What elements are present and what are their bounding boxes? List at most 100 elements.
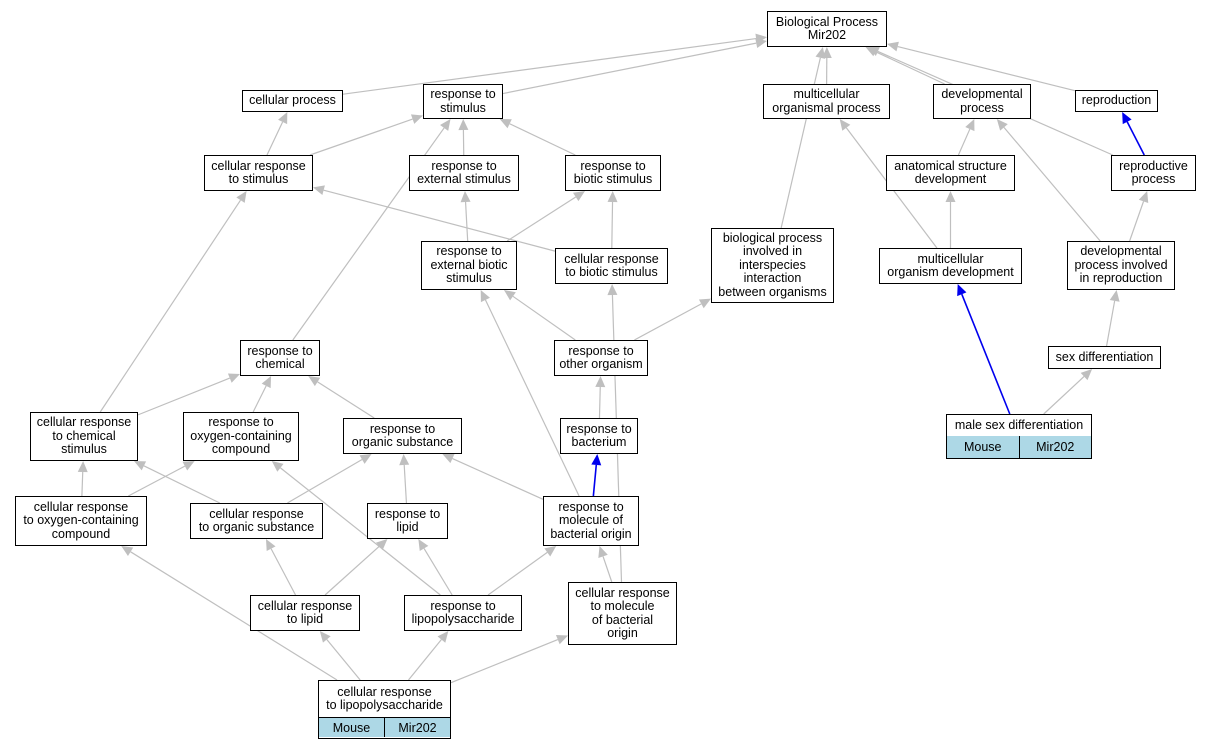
edge-reproduction-to-root	[897, 45, 1076, 92]
edge-arrowhead	[437, 631, 449, 643]
edge-cellular_response_to_chemical_stimulus-to-cellular_response_to_stimulus	[99, 199, 242, 413]
node-biological-process-root[interactable]: Biological Process Mir202	[767, 11, 887, 47]
node-developmental-process-in-reproduction[interactable]: developmental process involved in reprod…	[1067, 241, 1175, 290]
edge-developmental_process-to-root	[875, 51, 945, 85]
edge-response_to_stimulus-to-root	[502, 42, 757, 95]
edge-arrowhead	[598, 546, 608, 559]
edge-response_to_lipopolysaccharide-to-response_to_oxygen_containing_compound	[280, 467, 441, 596]
edge-cellular_process-to-root	[342, 37, 757, 95]
edge-response_to_molecule_of_bacterial_origin-to-response_to_organic_substance	[452, 457, 544, 500]
node-cellular-response-to-biotic-stimulus[interactable]: cellular response to biotic stimulus	[555, 248, 668, 284]
edge-cellular_response_to_lipopolysaccharide-to-cellular_response_to_oxygen_containing_compound	[130, 551, 338, 681]
edge-sex_differentiation-to-developmental_process_involved_in_reproduction	[1105, 300, 1116, 347]
edge-response_to_external_biotic_stimulus-to-response_to_external_stimulus	[464, 201, 469, 242]
node-response-to-lipopolysaccharide[interactable]: response to lipopolysaccharide	[404, 595, 522, 631]
edge-cellular_response_to_biotic_stimulus-to-response_to_biotic_stimulus	[611, 201, 614, 249]
node-anatomical-structure-development[interactable]: anatomical structure development	[886, 155, 1015, 191]
edge-response_to_oxygen_containing_compound-to-response_to_chemical	[252, 385, 267, 413]
node-cellular-response-to-molecule-of-bacterial-origin[interactable]: cellular response to molecule of bacteri…	[568, 582, 677, 645]
edge-arrowhead	[319, 631, 331, 643]
edge-arrowhead	[544, 546, 557, 557]
edge-cellular_response_to_molecule_of_bacterial_origin-to-response_to_molecule_of_bacterial_origin	[602, 556, 613, 583]
gene-cell[interactable]: Mir202	[1018, 436, 1091, 458]
edge-response_to_lipid-to-response_to_organic_substance	[403, 464, 408, 504]
node-multicellular-organismal-process[interactable]: multicellular organismal process	[763, 84, 890, 119]
node-cellular-response-to-stimulus[interactable]: cellular response to stimulus	[204, 155, 313, 191]
edge-arrowhead	[1080, 369, 1093, 381]
node-biological-process-interspecies-interaction[interactable]: biological process involved in interspec…	[711, 228, 834, 303]
edge-arrowhead	[503, 290, 516, 301]
edge-male_sex_differentiation-to-sex_differentiation	[1043, 376, 1085, 415]
gene-cell[interactable]: Mir202	[384, 718, 450, 737]
node-multicellular-organism-development[interactable]: multicellular organism development	[879, 248, 1022, 284]
edge-cellular_response_to_biotic_stimulus-to-cellular_response_to_stimulus	[323, 189, 556, 252]
leaf-title: cellular response to lipopolysaccharide	[319, 681, 450, 718]
node-response-to-other-organism[interactable]: response to other organism	[554, 340, 648, 376]
edge-arrowhead	[1109, 290, 1120, 302]
edge-arrowhead	[499, 119, 512, 129]
node-response-to-oxygen-containing-compound[interactable]: response to oxygen-containing compound	[183, 412, 299, 461]
node-response-to-chemical[interactable]: response to chemical	[240, 340, 320, 376]
edge-cellular_response_to_organic_substance-to-response_to_organic_substance	[287, 459, 363, 504]
edge-arrowhead	[227, 373, 240, 383]
node-sex-differentiation[interactable]: sex differentiation	[1048, 346, 1161, 369]
edge-response_to_bacterium-to-response_to_other_organism	[598, 386, 601, 419]
edge-response_to_biotic_stimulus-to-response_to_stimulus	[509, 123, 576, 156]
edge-reproductive_process-to-reproduction	[1126, 121, 1145, 156]
edge-cellular_response_to_organic_substance-to-cellular_response_to_chemical_stimulus	[143, 465, 221, 504]
edge-arrowhead	[418, 539, 429, 552]
node-response-to-molecule-of-bacterial-origin[interactable]: response to molecule of bacterial origin	[543, 496, 639, 546]
edge-response_to_organic_substance-to-response_to_chemical	[317, 381, 375, 419]
edge-response_to_molecule_of_bacterial_origin-to-response_to_bacterium	[592, 464, 598, 497]
node-response-to-external-stimulus[interactable]: response to external stimulus	[409, 155, 519, 191]
edge-arrowhead	[399, 454, 410, 466]
edge-cellular_response_to_oxygen_containing_compound-to-cellular_response_to_chemical_stimulus	[81, 471, 84, 497]
node-cellular-response-to-lipopolysaccharide[interactable]: cellular response to lipopolysaccharide …	[318, 680, 451, 739]
node-response-to-bacterium[interactable]: response to bacterium	[560, 418, 638, 454]
node-response-to-external-biotic-stimulus[interactable]: response to external biotic stimulus	[421, 241, 517, 290]
edge-arrowhead	[440, 119, 451, 131]
node-developmental-process[interactable]: developmental process	[933, 84, 1031, 119]
edge-arrowhead	[182, 461, 195, 471]
node-cellular-response-to-organic-substance[interactable]: cellular response to organic substance	[190, 503, 323, 539]
edge-response_to_lipopolysaccharide-to-response_to_lipid	[423, 548, 453, 596]
annotation-row: Mouse Mir202	[947, 436, 1091, 458]
node-reproductive-process[interactable]: reproductive process	[1111, 155, 1196, 191]
edge-developmental_process_involved_in_reproduction-to-developmental_process	[1003, 127, 1101, 242]
edge-arrowhead	[1122, 112, 1132, 125]
edge-arrowhead	[957, 284, 967, 297]
species-cell[interactable]: Mouse	[947, 436, 1019, 458]
edge-arrowhead	[359, 454, 372, 464]
edge-cellular_response_to_lipopolysaccharide-to-response_to_lipopolysaccharide	[408, 639, 442, 681]
node-response-to-lipid[interactable]: response to lipid	[367, 503, 448, 539]
edge-arrowhead	[261, 376, 272, 389]
edge-arrowhead	[458, 119, 469, 131]
edge-cellular_response_to_chemical_stimulus-to-response_to_chemical	[137, 377, 231, 416]
species-cell[interactable]: Mouse	[319, 718, 384, 737]
edge-arrowhead	[375, 539, 388, 551]
node-male-sex-differentiation[interactable]: male sex differentiation	[946, 414, 1092, 437]
edge-arrowhead	[867, 46, 880, 57]
node-response-to-biotic-stimulus[interactable]: response to biotic stimulus	[565, 155, 661, 191]
edge-response_to_lipopolysaccharide-to-response_to_molecule_of_bacterial_origin	[487, 551, 548, 596]
edge-cellular_response_to_lipopolysaccharide-to-cellular_response_to_molecule_of_bacterial_origin	[450, 639, 559, 684]
edge-arrowhead	[410, 114, 423, 124]
node-cellular-response-to-chemical-stimulus[interactable]: cellular response to chemical stimulus	[30, 412, 138, 461]
node-cellular-response-to-oxygen-containing-compound[interactable]: cellular response to oxygen-containing c…	[15, 496, 147, 546]
node-cellular-process[interactable]: cellular process	[242, 90, 343, 112]
node-response-to-organic-substance[interactable]: response to organic substance	[343, 418, 462, 454]
node-cellular-response-to-lipid[interactable]: cellular response to lipid	[250, 595, 360, 631]
edge-arrowhead	[1138, 191, 1149, 204]
edge-arrowhead	[755, 38, 767, 49]
edge-arrowhead	[265, 539, 276, 552]
edge-response_to_other_organism-to-response_to_external_biotic_stimulus	[512, 295, 576, 341]
edge-arrowhead	[121, 546, 134, 557]
node-reproduction[interactable]: reproduction	[1075, 90, 1158, 112]
edge-arrowhead	[887, 41, 899, 52]
edge-cellular_response_to_oxygen_containing_compound-to-response_to_oxygen_containing_compound	[128, 465, 186, 497]
edge-arrowhead	[595, 376, 606, 388]
edge-cellular_response_to_lipid-to-response_to_lipid	[324, 545, 380, 596]
node-response-to-stimulus[interactable]: response to stimulus	[423, 84, 503, 119]
edge-arrowhead	[591, 454, 602, 466]
edge-anatomical_structure_development-to-developmental_process	[957, 128, 971, 156]
